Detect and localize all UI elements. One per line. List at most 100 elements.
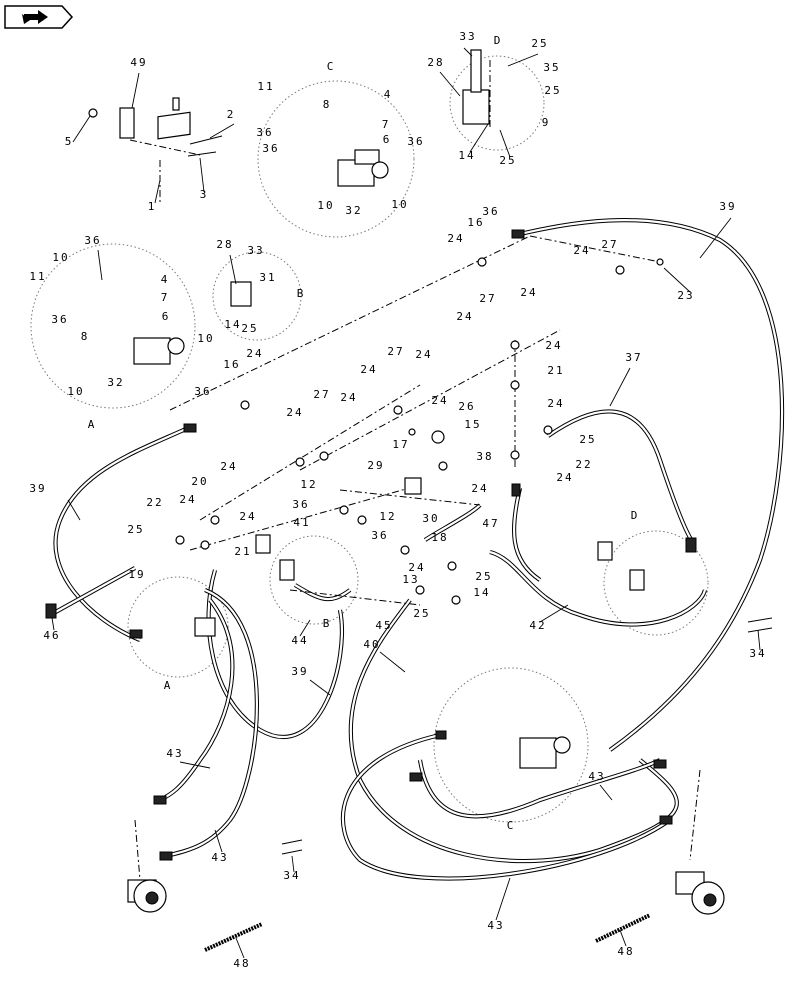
callout-31: 31 [259,271,276,284]
callout-4: 4 [161,273,170,286]
next-page-button[interactable] [4,5,74,29]
callout-10: 10 [52,251,69,264]
callout-36: 36 [482,205,499,218]
callout-24: 24 [471,482,488,495]
callout-30: 30 [422,512,439,525]
detail-circles [30,55,709,823]
callout-36: 36 [51,313,68,326]
callout-24: 24 [547,397,564,410]
callout-12: 12 [300,478,317,491]
callout-D: D [631,509,640,522]
callout-37: 37 [625,351,642,364]
callout-22: 22 [146,496,163,509]
callout-15: 15 [464,418,481,431]
callout-46: 46 [43,629,60,642]
callout-47: 47 [482,517,499,530]
callout-B: B [323,617,332,630]
callout-25: 25 [499,154,516,167]
callout-8: 8 [323,98,332,111]
callout-33: 33 [459,30,476,43]
callout-48: 48 [617,945,634,958]
callout-21: 21 [547,364,564,377]
callout-24: 24 [545,339,562,352]
callout-36: 36 [371,529,388,542]
callout-40: 40 [363,638,380,651]
callout-14: 14 [224,318,241,331]
callout-24: 24 [447,232,464,245]
callout-27: 27 [601,238,618,251]
callout-24: 24 [431,394,448,407]
callout-43: 43 [588,770,605,783]
callout-24: 24 [220,460,237,473]
callout-28: 28 [216,238,233,251]
callout-42: 42 [529,619,546,632]
callout-5: 5 [65,135,74,148]
callout-2: 2 [227,108,236,121]
callout-27: 27 [387,345,404,358]
center-lines [129,60,701,881]
callout-24: 24 [246,347,263,360]
callout-12: 12 [379,510,396,523]
callout-26: 26 [458,400,475,413]
callout-24: 24 [415,348,432,361]
callout-25: 25 [531,37,548,50]
callout-24: 24 [520,286,537,299]
next-page-arrow-icon [4,5,74,29]
callout-36: 36 [84,234,101,247]
callout-43: 43 [166,747,183,760]
callout-22: 22 [575,458,592,471]
callout-25: 25 [544,84,561,97]
callout-41: 41 [293,516,310,529]
callout-29: 29 [367,459,384,472]
callout-20: 20 [191,475,208,488]
callout-24: 24 [556,471,573,484]
callout-3: 3 [200,188,209,201]
callout-11: 11 [29,270,46,283]
callout-27: 27 [313,388,330,401]
callout-25: 25 [241,322,258,335]
callout-13: 13 [402,573,419,586]
callout-35: 35 [543,61,560,74]
callout-24: 24 [239,510,256,523]
callout-44: 44 [291,634,308,647]
callout-24: 24 [286,406,303,419]
callout-38: 38 [476,450,493,463]
callout-25: 25 [413,607,430,620]
leader-lines [51,47,761,959]
callout-B: B [297,287,306,300]
callout-7: 7 [161,291,170,304]
callout-39: 39 [719,200,736,213]
callout-48: 48 [233,957,250,970]
callout-19: 19 [128,568,145,581]
callout-32: 32 [107,376,124,389]
callout-1: 1 [148,200,157,213]
callout-8: 8 [81,330,90,343]
callout-21: 21 [234,545,251,558]
callout-24: 24 [360,363,377,376]
callout-25: 25 [579,433,596,446]
callout-49: 49 [130,56,147,69]
callout-43: 43 [211,851,228,864]
callout-24: 24 [573,244,590,257]
callout-C: C [327,60,336,73]
callout-34: 34 [283,869,300,882]
callout-24: 24 [456,310,473,323]
callout-36: 36 [292,498,309,511]
callout-27: 27 [479,292,496,305]
callout-24: 24 [408,561,425,574]
callout-43: 43 [487,919,504,932]
components [45,49,773,952]
callout-10: 10 [391,198,408,211]
callout-24: 24 [340,391,357,404]
callout-6: 6 [383,133,392,146]
callout-39: 39 [291,665,308,678]
callout-36: 36 [262,142,279,155]
callout-C: C [507,819,516,832]
callout-6: 6 [162,310,171,323]
callout-45: 45 [375,619,392,632]
callout-7: 7 [382,118,391,131]
callout-14: 14 [473,586,490,599]
